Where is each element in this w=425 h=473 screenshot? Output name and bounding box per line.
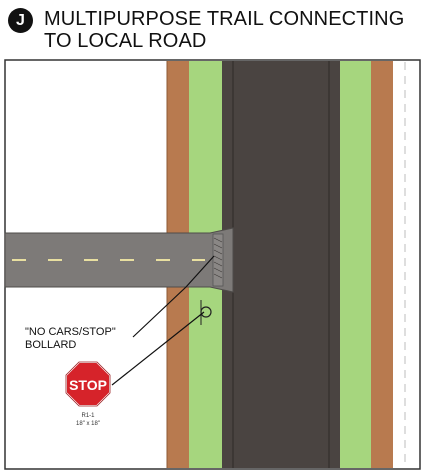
grass-strip-right [340, 61, 371, 468]
bollard-leader-line [132, 255, 215, 338]
bollard-callout-line-1: "NO CARS/STOP" [25, 326, 116, 338]
stop-sign-text: STOP [69, 377, 107, 393]
trail-transition-pad [212, 233, 224, 287]
stop-sign-size: 18" x 18" [76, 421, 100, 427]
multipurpose-trail [4, 227, 234, 293]
stop-sign-code: R1-1 [81, 413, 95, 419]
header: J MULTIPURPOSE TRAIL CONNECTING TO LOCAL… [0, 0, 425, 58]
stop-leader-line [111, 311, 205, 386]
title-line-1: MULTIPURPOSE TRAIL CONNECTING [44, 8, 405, 30]
stop-sign-icon [65, 361, 111, 407]
section-badge-icon: J [8, 8, 33, 33]
bollard-callout-line-2: BOLLARD [25, 339, 76, 351]
tactile-pattern [213, 237, 223, 279]
title-line-2: TO LOCAL ROAD [44, 30, 207, 52]
dirt-strip-right [371, 61, 393, 468]
local-road [222, 61, 340, 468]
